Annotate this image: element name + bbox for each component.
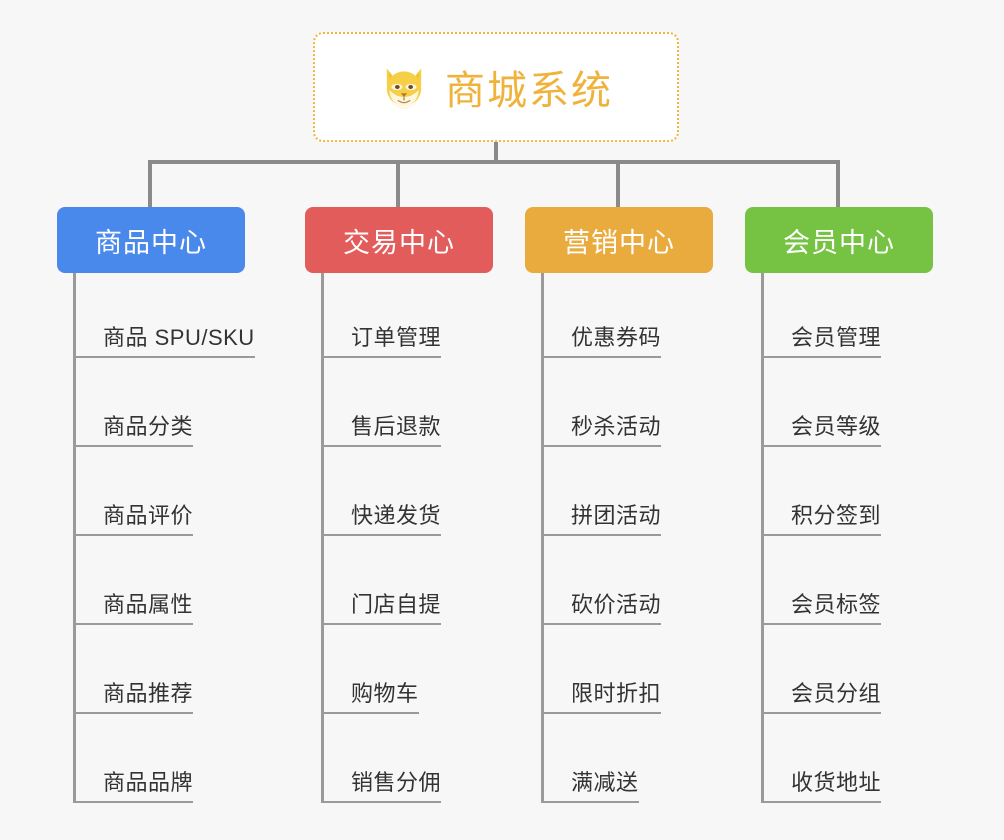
leaf-item[interactable]: 商品属性 <box>57 540 245 629</box>
leaf-underline <box>73 445 194 447</box>
leaf-list: 会员管理会员等级积分签到会员标签会员分组收货地址 <box>745 273 933 807</box>
leaf-underline <box>761 445 882 447</box>
branch-trunk-line <box>73 273 76 803</box>
leaf-item-label: 秒杀活动 <box>571 414 662 439</box>
leaf-item[interactable]: 销售分佣 <box>305 718 493 807</box>
leaf-item-label: 限时折扣 <box>571 681 662 706</box>
leaf-underline <box>761 534 882 536</box>
connector-drop-2 <box>396 160 400 208</box>
leaf-underline <box>541 623 662 625</box>
category-header-trade-center[interactable]: 交易中心 <box>305 207 493 273</box>
leaf-item-label: 商品 SPU/SKU <box>103 325 255 350</box>
leaf-underline <box>73 534 194 536</box>
connector-horizontal-bus <box>148 160 838 164</box>
leaf-underline <box>321 623 442 625</box>
root-node[interactable]: 商城系统 <box>313 32 679 142</box>
leaf-underline <box>541 445 662 447</box>
leaf-list: 优惠券码秒杀活动拼团活动砍价活动限时折扣满减送 <box>525 273 713 807</box>
leaf-underline <box>321 801 442 803</box>
leaf-item[interactable]: 会员等级 <box>745 362 933 451</box>
leaf-underline <box>761 623 882 625</box>
leaf-item-label: 购物车 <box>351 681 419 706</box>
branch-column-trade-center: 交易中心订单管理售后退款快递发货门店自提购物车销售分佣 <box>305 207 493 807</box>
leaf-item[interactable]: 收货地址 <box>745 718 933 807</box>
leaf-item-label: 会员等级 <box>791 414 882 439</box>
branch-column-product-center: 商品中心商品 SPU/SKU 商品分类商品评价商品属性商品推荐商品品牌 <box>57 207 255 807</box>
connector-drop-4 <box>836 160 840 208</box>
leaf-item-label: 收货地址 <box>791 770 882 795</box>
leaf-item-label: 拼团活动 <box>571 503 662 528</box>
leaf-item-label: 商品分类 <box>103 414 194 439</box>
shiba-dog-face-icon <box>379 62 429 112</box>
branch-column-marketing-center: 营销中心优惠券码秒杀活动拼团活动砍价活动限时折扣满减送 <box>525 207 713 807</box>
leaf-underline <box>541 801 639 803</box>
leaf-item[interactable]: 优惠券码 <box>525 273 713 362</box>
leaf-item[interactable]: 拼团活动 <box>525 451 713 540</box>
leaf-item[interactable]: 限时折扣 <box>525 629 713 718</box>
leaf-underline <box>541 356 662 358</box>
leaf-item[interactable]: 商品品牌 <box>57 718 245 807</box>
leaf-item[interactable]: 商品评价 <box>57 451 245 540</box>
leaf-item-label: 商品评价 <box>103 503 194 528</box>
leaf-underline <box>73 623 194 625</box>
leaf-underline <box>73 356 255 358</box>
leaf-item-label: 会员标签 <box>791 592 882 617</box>
leaf-item[interactable]: 砍价活动 <box>525 540 713 629</box>
leaf-underline <box>541 534 662 536</box>
leaf-item-label: 门店自提 <box>351 592 442 617</box>
leaf-item[interactable]: 快递发货 <box>305 451 493 540</box>
leaf-item[interactable]: 商品分类 <box>57 362 245 451</box>
leaf-item[interactable]: 商品 SPU/SKU <box>57 273 255 362</box>
leaf-underline <box>321 534 442 536</box>
leaf-list: 商品 SPU/SKU 商品分类商品评价商品属性商品推荐商品品牌 <box>57 273 255 807</box>
leaf-item[interactable]: 会员标签 <box>745 540 933 629</box>
leaf-item-label: 销售分佣 <box>351 770 442 795</box>
leaf-item-label: 积分签到 <box>791 503 882 528</box>
category-header-member-center[interactable]: 会员中心 <box>745 207 933 273</box>
leaf-item[interactable]: 会员管理 <box>745 273 933 362</box>
leaf-item-label: 满减送 <box>571 770 639 795</box>
leaf-item[interactable]: 商品推荐 <box>57 629 245 718</box>
leaf-item[interactable]: 售后退款 <box>305 362 493 451</box>
leaf-item[interactable]: 购物车 <box>305 629 493 718</box>
leaf-item[interactable]: 会员分组 <box>745 629 933 718</box>
leaf-item[interactable]: 门店自提 <box>305 540 493 629</box>
leaf-item-label: 优惠券码 <box>571 325 662 350</box>
category-header-marketing-center[interactable]: 营销中心 <box>525 207 713 273</box>
leaf-item[interactable]: 秒杀活动 <box>525 362 713 451</box>
leaf-underline <box>321 445 442 447</box>
leaf-item-label: 快递发货 <box>351 503 442 528</box>
category-header-product-center[interactable]: 商品中心 <box>57 207 245 273</box>
connector-drop-1 <box>148 160 152 208</box>
leaf-underline <box>541 712 662 714</box>
connector-drop-3 <box>616 160 620 208</box>
leaf-item[interactable]: 满减送 <box>525 718 713 807</box>
leaf-underline <box>761 801 882 803</box>
leaf-item-label: 会员管理 <box>791 325 882 350</box>
branch-trunk-line <box>761 273 764 803</box>
leaf-list: 订单管理售后退款快递发货门店自提购物车销售分佣 <box>305 273 493 807</box>
leaf-item[interactable]: 积分签到 <box>745 451 933 540</box>
branch-trunk-line <box>541 273 544 803</box>
leaf-underline <box>761 712 882 714</box>
leaf-item-label: 商品品牌 <box>103 770 194 795</box>
leaf-item[interactable]: 订单管理 <box>305 273 493 362</box>
leaf-item-label: 订单管理 <box>351 325 442 350</box>
leaf-item-label: 售后退款 <box>351 414 442 439</box>
leaf-underline <box>73 712 194 714</box>
branch-column-member-center: 会员中心会员管理会员等级积分签到会员标签会员分组收货地址 <box>745 207 933 807</box>
connector-root-stem <box>494 142 498 162</box>
leaf-underline <box>73 801 194 803</box>
root-title: 商城系统 <box>445 69 613 113</box>
leaf-item-label: 商品推荐 <box>103 681 194 706</box>
leaf-underline <box>321 356 442 358</box>
leaf-item-label: 会员分组 <box>791 681 882 706</box>
leaf-underline <box>761 356 882 358</box>
leaf-item-label: 砍价活动 <box>571 592 662 617</box>
branch-trunk-line <box>321 273 324 803</box>
leaf-item-label: 商品属性 <box>103 592 194 617</box>
leaf-underline <box>321 712 419 714</box>
